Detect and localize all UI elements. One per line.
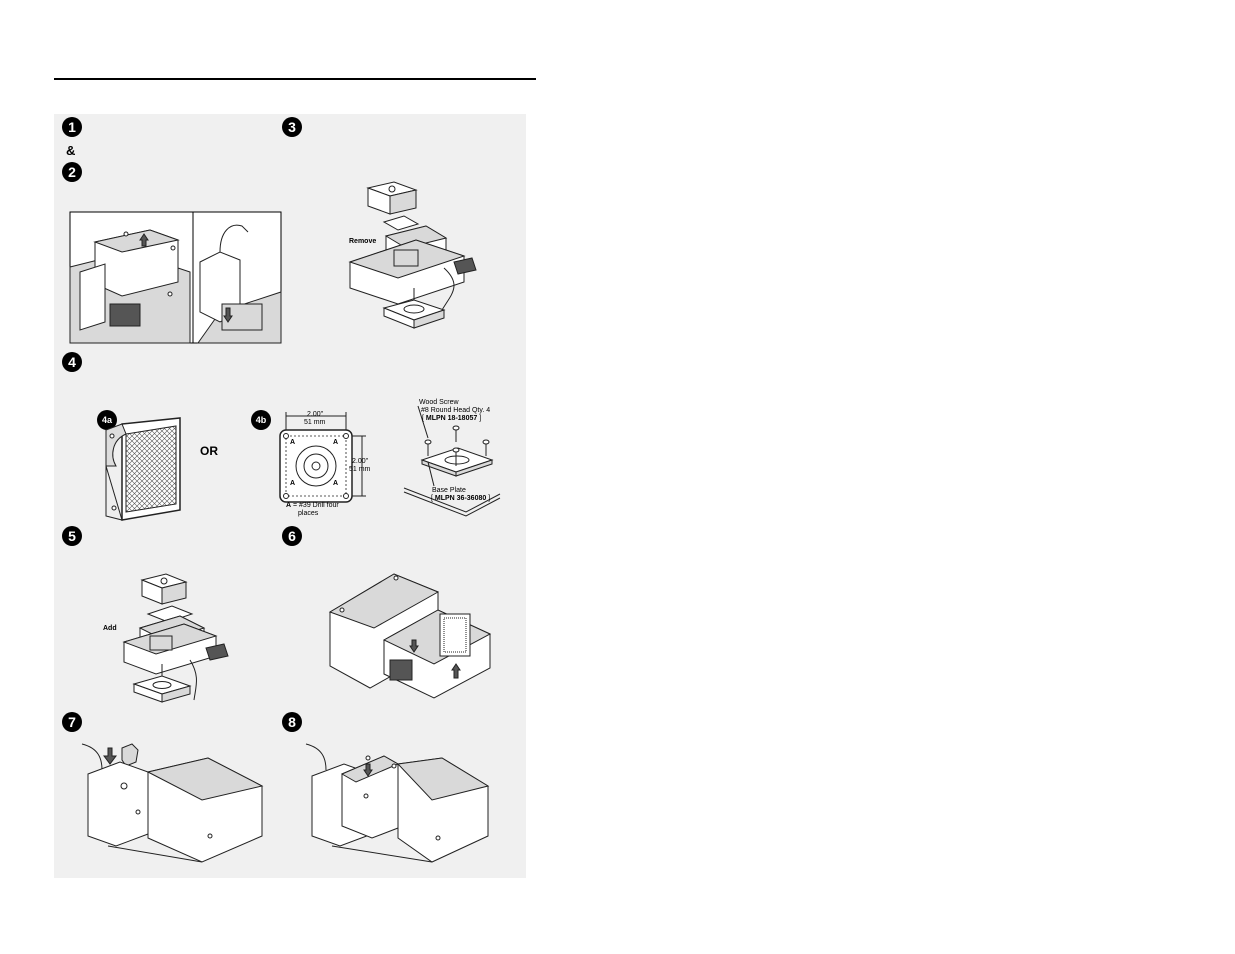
- step-4a-badge: 4a: [97, 410, 117, 430]
- step-6-badge: 6: [282, 526, 302, 546]
- step-6-illustration: [328, 573, 492, 699]
- step-ampersand: &: [66, 143, 76, 158]
- wood-screw-spec: #8 Round Head Qty. 4: [421, 407, 491, 414]
- step-1-2-illustration: [69, 211, 282, 344]
- step-7-illustration: [81, 743, 264, 863]
- base-plate-part-number: [ MLPN 36-36080 ]: [431, 495, 491, 502]
- step-5-badge: 5: [62, 526, 82, 546]
- top-rule: [54, 78, 536, 80]
- step-4b-drill-template: [279, 412, 366, 503]
- wood-screw-label: Wood Screw: [419, 399, 459, 406]
- hole-a-top-left: A: [290, 439, 296, 446]
- or-label: OR: [200, 444, 218, 458]
- step-3-badge: 3: [282, 117, 302, 137]
- template-width-mm: 51 mm: [304, 419, 326, 426]
- add-label: Add: [103, 625, 117, 632]
- base-plate-label: Base Plate: [432, 487, 466, 494]
- step-4b-wood-screw-illustration: [403, 405, 501, 517]
- step-4b-badge: 4b: [251, 410, 271, 430]
- drill-note: A = #39 Drill four: [286, 502, 339, 509]
- step-8-illustration: [305, 743, 490, 863]
- wood-screw-part-number: [ MLPN 18-18057 ]: [422, 415, 482, 422]
- hole-a-bottom-left: A: [290, 480, 296, 487]
- template-width-inches: 2.00": [307, 411, 324, 418]
- step-2-badge: 2: [62, 162, 82, 182]
- step-4a-adhesive-pad-illustration: [105, 417, 181, 521]
- step-5-illustration: [122, 573, 229, 703]
- template-height-inches: 2.00": [352, 458, 369, 465]
- drill-note-line2: places: [298, 510, 319, 517]
- step-3-illustration: [348, 181, 477, 329]
- step-8-badge: 8: [282, 712, 302, 732]
- hole-a-bottom-right: A: [333, 480, 339, 487]
- step-4-badge: 4: [62, 352, 82, 372]
- step-7-badge: 7: [62, 712, 82, 732]
- template-height-mm: 51 mm: [349, 466, 371, 473]
- hole-a-top-right: A: [333, 439, 339, 446]
- step-1-badge: 1: [62, 117, 82, 137]
- remove-label: Remove: [349, 238, 377, 245]
